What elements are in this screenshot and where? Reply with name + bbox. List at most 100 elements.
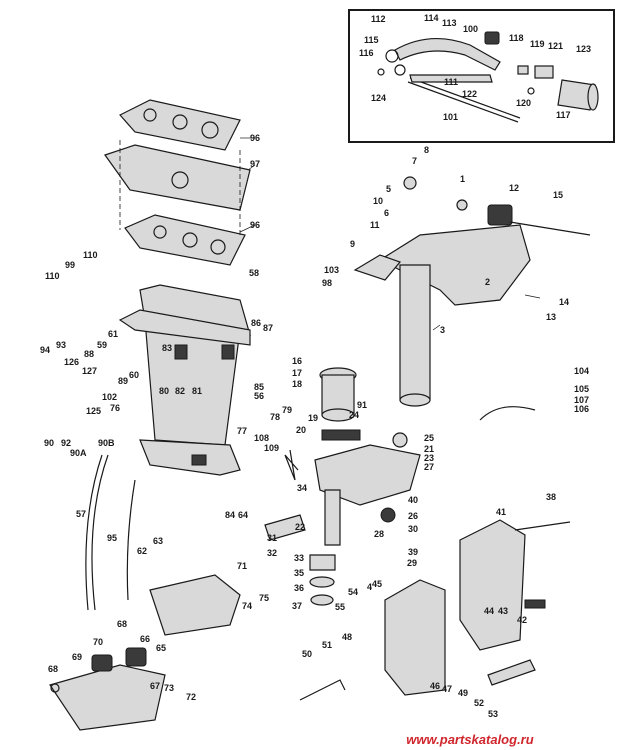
callout-5: 5 — [386, 184, 391, 194]
callout-21: 21 — [424, 444, 434, 454]
callout-35: 35 — [294, 568, 304, 578]
callout-64: 64 — [238, 510, 248, 520]
callout-76: 76 — [110, 403, 120, 413]
callout-106: 106 — [574, 404, 589, 414]
callout-73: 73 — [164, 683, 174, 693]
callout-2: 2 — [485, 277, 490, 287]
callout-110b: 110 — [45, 271, 60, 281]
callout-83: 83 — [162, 343, 172, 353]
callout-20: 20 — [296, 425, 306, 435]
callout-72: 72 — [186, 692, 196, 702]
callout-42: 42 — [517, 615, 527, 625]
callout-7: 7 — [412, 156, 417, 166]
callout-96: 96 — [250, 133, 260, 143]
callout-90: 90 — [44, 438, 54, 448]
callout-38: 38 — [546, 492, 556, 502]
tubes — [85, 454, 136, 611]
callout-70: 70 — [93, 637, 103, 647]
callout-44: 44 — [484, 606, 494, 616]
callout-85: 85 — [254, 382, 264, 392]
callout-101: 101 — [443, 112, 458, 122]
callout-99: 99 — [65, 260, 75, 270]
callout-33: 33 — [294, 553, 304, 563]
callout-77: 77 — [237, 426, 247, 436]
inset-parts — [377, 31, 599, 123]
callout-71: 71 — [237, 561, 247, 571]
callout-119: 119 — [530, 39, 545, 49]
callout-labels: 1 2 3 4 5 6 7 8 9 10 11 12 13 14 15 16 1… — [40, 13, 591, 719]
callout-3: 3 — [440, 325, 445, 335]
callout-61: 61 — [108, 329, 118, 339]
callout-23: 23 — [424, 453, 434, 463]
callout-59: 59 — [97, 340, 107, 350]
swivel-bracket — [353, 176, 591, 407]
callout-105: 105 — [574, 384, 589, 394]
callout-86: 86 — [251, 318, 261, 328]
callout-108: 108 — [254, 433, 269, 443]
callout-68: 68 — [117, 619, 127, 629]
callout-120: 120 — [516, 98, 531, 108]
callout-110: 110 — [83, 250, 98, 260]
callout-80: 80 — [159, 386, 169, 396]
callout-37: 37 — [292, 601, 302, 611]
callout-123: 123 — [576, 44, 591, 54]
callout-24: 24 — [349, 410, 359, 420]
center-parts — [264, 367, 421, 606]
callout-50: 50 — [302, 649, 312, 659]
callout-103: 103 — [324, 265, 339, 275]
callout-78: 78 — [270, 412, 280, 422]
callout-89: 89 — [118, 376, 128, 386]
callout-54: 54 — [348, 587, 358, 597]
callout-125: 125 — [86, 406, 101, 416]
callout-118: 118 — [509, 33, 524, 43]
callout-97: 97 — [250, 159, 260, 169]
callout-93: 93 — [56, 340, 66, 350]
callout-25: 25 — [424, 433, 434, 443]
callout-74: 74 — [242, 601, 252, 611]
callout-90B: 90B — [98, 438, 115, 448]
callout-45: 45 — [372, 579, 382, 589]
callout-112: 112 — [371, 14, 386, 24]
callout-22: 22 — [295, 522, 305, 532]
callout-46: 46 — [430, 681, 440, 691]
callout-98: 98 — [322, 278, 332, 288]
lower-pans — [49, 574, 241, 731]
callout-32: 32 — [267, 548, 277, 558]
callout-114: 114 — [424, 13, 439, 23]
callout-9: 9 — [350, 239, 355, 249]
callout-124: 124 — [371, 93, 386, 103]
gasket-group — [104, 99, 251, 266]
callout-57: 57 — [76, 509, 86, 519]
callout-15: 15 — [553, 190, 563, 200]
callout-49: 49 — [458, 688, 468, 698]
callout-58: 58 — [249, 268, 259, 278]
callout-104: 104 — [574, 366, 589, 376]
callout-13: 13 — [546, 312, 556, 322]
callout-81: 81 — [192, 386, 202, 396]
watermark-text: www.partskatalog.ru — [406, 732, 533, 747]
callout-53: 53 — [488, 709, 498, 719]
callout-17: 17 — [292, 368, 302, 378]
callout-62: 62 — [137, 546, 147, 556]
callout-28: 28 — [374, 529, 384, 539]
callout-121: 121 — [548, 41, 563, 51]
callout-117: 117 — [556, 110, 571, 120]
callout-4: 4 — [367, 582, 372, 592]
callout-18: 18 — [292, 379, 302, 389]
callout-91: 91 — [357, 400, 367, 410]
callout-19: 19 — [308, 413, 318, 423]
exhaust-housing — [118, 284, 251, 476]
callout-84: 84 — [225, 510, 235, 520]
callout-43: 43 — [498, 606, 508, 616]
callout-47: 47 — [442, 684, 452, 694]
callout-100: 100 — [463, 24, 478, 34]
callout-90A: 90A — [70, 448, 87, 458]
callout-67: 67 — [150, 681, 160, 691]
callout-16: 16 — [292, 356, 302, 366]
leader-lines — [239, 137, 541, 331]
callout-79: 79 — [282, 405, 292, 415]
callout-116: 116 — [359, 48, 374, 58]
callout-115: 115 — [364, 35, 379, 45]
callout-60: 60 — [129, 370, 139, 380]
